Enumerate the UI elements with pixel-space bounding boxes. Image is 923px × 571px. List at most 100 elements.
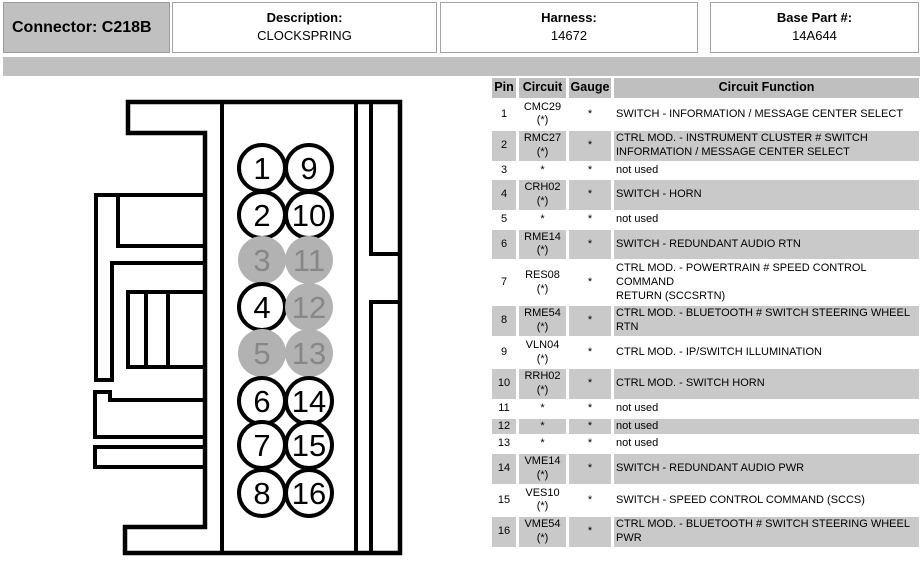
circuit-cell: *: [519, 400, 566, 417]
table-header: Pin Circuit Gauge Circuit Function: [492, 78, 919, 98]
gauge-cell: *: [569, 517, 611, 547]
function-cell: CTRL MOD. - IP/SWITCH ILLUMINATION: [614, 337, 919, 368]
function-cell: SWITCH - REDUNDANT AUDIO PWR: [614, 454, 919, 484]
pin-cell: 13: [492, 436, 516, 453]
base-part-value: 14A644: [792, 28, 837, 43]
circuit-cell: VME14 (*): [519, 454, 566, 484]
gauge-cell: *: [569, 485, 611, 516]
gauge-cell: *: [569, 180, 611, 210]
separator-bar: [3, 57, 920, 76]
circuit-cell: VME54 (*): [519, 517, 566, 547]
col-header-circuit: Circuit: [519, 78, 566, 98]
circuit-cell: RRH02 (*): [519, 369, 566, 399]
circuit-cell: *: [519, 211, 566, 228]
pin-11-number: 11: [293, 243, 325, 278]
pin-cell: 9: [492, 337, 516, 368]
pin-cell: 10: [492, 369, 516, 399]
pin-4-number: 4: [253, 290, 270, 325]
function-cell: not used: [614, 400, 919, 417]
pin-cell: 16: [492, 517, 516, 547]
pin-2-number: 2: [253, 198, 270, 233]
pin-row-11: 11**not used: [492, 400, 919, 417]
empty-footer-row: [492, 548, 919, 564]
function-cell: not used: [614, 162, 919, 179]
gauge-cell: *: [569, 162, 611, 179]
pin-row-3: 3**not used: [492, 162, 919, 179]
gauge-cell: *: [569, 306, 611, 336]
pin-cell: 6: [492, 229, 516, 260]
circuit-cell: CMC29 (*): [519, 99, 566, 130]
pin-14-number: 14: [292, 384, 326, 419]
function-cell: SWITCH - HORN: [614, 180, 919, 210]
pin-cell: 1: [492, 99, 516, 130]
gauge-cell: *: [569, 131, 611, 161]
gauge-cell: *: [569, 369, 611, 399]
function-cell: CTRL MOD. - INSTRUMENT CLUSTER # SWITCH …: [614, 131, 919, 161]
description-value: CLOCKSPRING: [257, 28, 352, 43]
pin-10-number: 10: [292, 198, 326, 233]
function-cell: CTRL MOD. - SWITCH HORN: [614, 369, 919, 399]
function-cell: not used: [614, 418, 919, 435]
function-cell: not used: [614, 436, 919, 453]
base-part-box: Base Part #: 14A644: [710, 2, 919, 53]
function-cell: SWITCH - SPEED CONTROL COMMAND (SCCS): [614, 485, 919, 516]
col-header-circuit-function: Circuit Function: [614, 78, 919, 98]
function-cell: CTRL MOD. - BLUETOOTH # SWITCH STEERING …: [614, 306, 919, 336]
pin-3-number: 3: [253, 243, 270, 278]
pin-5-number: 5: [253, 336, 270, 371]
gauge-cell: *: [569, 229, 611, 260]
pin-16-cavity: [284, 468, 334, 518]
harness-box: Harness: 14672: [440, 2, 698, 53]
pin-8-number: 8: [253, 476, 270, 511]
pin-15-number: 15: [292, 428, 326, 463]
pin-13-number: 13: [292, 336, 326, 371]
circuit-cell: *: [519, 162, 566, 179]
pin-11-cavity: [285, 236, 333, 284]
pin-cell: 8: [492, 306, 516, 336]
pin-cell: 14: [492, 454, 516, 484]
gauge-cell: *: [569, 400, 611, 417]
col-header-gauge: Gauge: [569, 78, 611, 98]
circuit-cell: VLN04 (*): [519, 337, 566, 368]
pin-row-5: 5**not used: [492, 211, 919, 228]
pin-row-13: 13**not used: [492, 436, 919, 453]
pin-cell: 4: [492, 180, 516, 210]
circuit-cell: RME54 (*): [519, 306, 566, 336]
description-label: Description:: [266, 10, 343, 25]
gauge-cell: *: [569, 211, 611, 228]
pin-16-number: 16: [292, 476, 326, 511]
function-cell: CTRL MOD. - BLUETOOTH # SWITCH STEERING …: [614, 517, 919, 547]
pin-cell: 3: [492, 162, 516, 179]
pin-7-number: 7: [253, 428, 270, 463]
pin-cell: 7: [492, 261, 516, 305]
circuit-cell: *: [519, 418, 566, 435]
pin-3-cavity: [238, 236, 286, 284]
harness-label: Harness:: [541, 10, 597, 25]
gauge-cell: *: [569, 418, 611, 435]
pin-1-number: 1: [253, 151, 270, 186]
base-part-label: Base Part #:: [776, 10, 853, 25]
gauge-cell: *: [569, 454, 611, 484]
circuit-cell: CRH02 (*): [519, 180, 566, 210]
pin-6-number: 6: [253, 384, 270, 419]
pin-cell: 11: [492, 400, 516, 417]
function-cell: SWITCH - INFORMATION / MESSAGE CENTER SE…: [614, 99, 919, 130]
harness-value: 14672: [550, 28, 588, 43]
circuit-cell: *: [519, 436, 566, 453]
gauge-cell: *: [569, 261, 611, 305]
function-cell: not used: [614, 211, 919, 228]
circuit-cell: RMC27 (*): [519, 131, 566, 161]
gauge-cell: *: [569, 436, 611, 453]
pin-13-cavity: [285, 329, 333, 377]
col-header-pin: Pin: [492, 78, 516, 98]
